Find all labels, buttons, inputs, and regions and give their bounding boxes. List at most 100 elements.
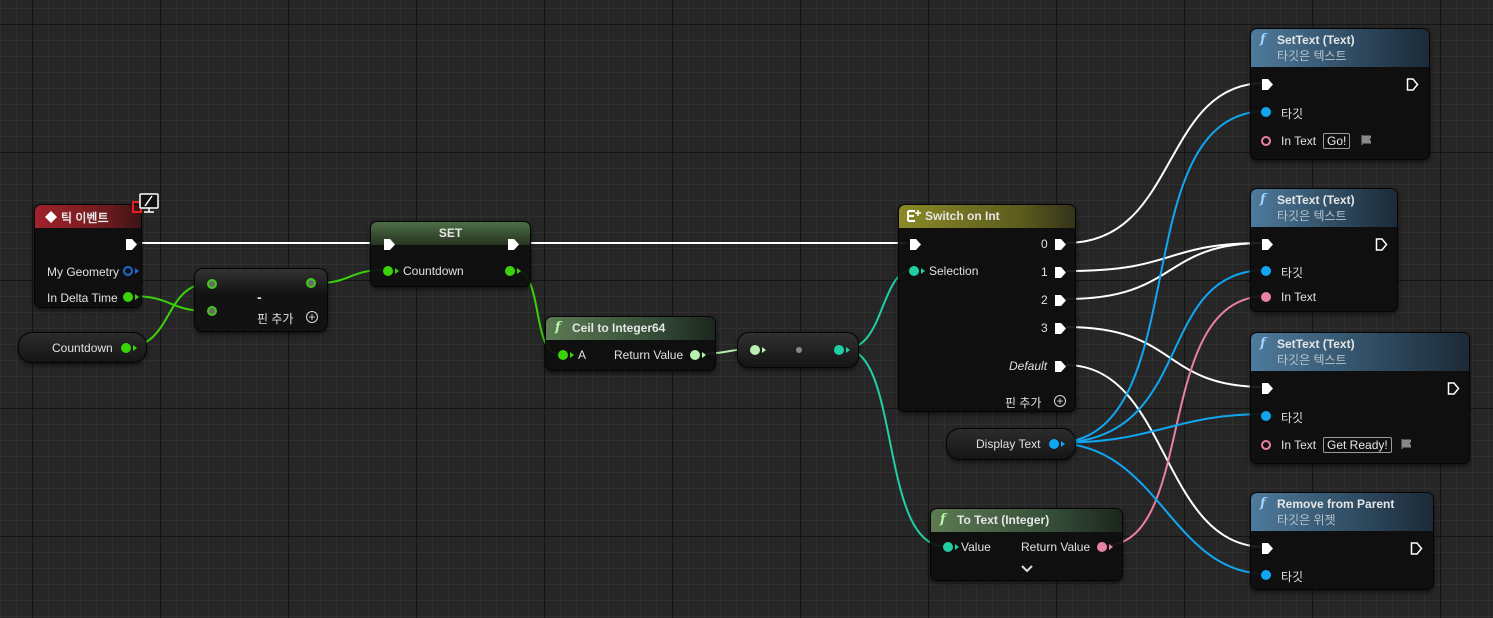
switch-node-header: Switch on Int [899,205,1075,228]
set-countdown-node[interactable]: SET Countdown [370,221,531,287]
exec-in-pin[interactable] [1261,78,1274,91]
add-pin-plus-icon[interactable]: + [1054,395,1066,407]
pin-arrow-icon [570,352,574,358]
subtract-node[interactable]: - 핀 추가 + [194,268,328,332]
switch-add-pin-label[interactable]: 핀 추가 [1005,396,1042,410]
exec-out-pin[interactable] [1406,78,1419,91]
case-2-label: 2 [1041,293,1048,307]
function-icon: f [1260,192,1266,207]
in-text-pin[interactable] [1261,440,1271,450]
exec-wire-default [1065,364,1266,548]
exec-wire-case2 [1065,242,1266,300]
add-pin-plus-icon[interactable]: + [306,311,318,323]
to-text-return-pin[interactable] [1097,542,1107,552]
my-geometry-pin[interactable] [123,266,133,276]
display-text-out-pin[interactable] [1049,439,1059,449]
remove-from-parent-node[interactable]: f Remove from Parent 타깃은 위젯 타깃 [1250,492,1434,590]
case-2-pin[interactable] [1054,294,1067,307]
localize-flag-icon[interactable] [1361,135,1371,145]
target-pin[interactable] [1261,266,1271,276]
in-text-pin[interactable] [1261,136,1271,146]
conversion-node[interactable] [737,332,859,368]
selection-label: Selection [929,264,979,278]
selection-pin[interactable] [909,266,919,276]
function-icon: f [555,320,561,335]
exec-out-pin[interactable] [1410,542,1423,555]
to-text-node-title: To Text (Integer) [957,513,1050,527]
pin-arrow-icon [702,352,706,358]
localize-flag-icon[interactable] [1401,439,1411,449]
switch-node-title: Switch on Int [925,209,1000,223]
in-text-pin[interactable] [1261,292,1271,302]
case-1-pin[interactable] [1054,266,1067,279]
exec-out-pin[interactable] [125,238,138,251]
ceil-node-title: Ceil to Integer64 [572,321,666,335]
case-3-label: 3 [1041,321,1048,335]
countdown-getter-node[interactable]: Countdown [18,332,147,363]
function-icon: f [1260,496,1266,511]
countdown-getter-label: Countdown [52,341,113,355]
target-pin[interactable] [1261,411,1271,421]
settext-go-node[interactable]: f SetText (Text) 타깃은 텍스트 타깃 In Text Go! [1250,28,1430,160]
ceil-return-label: Return Value [614,348,684,362]
ceil-to-integer64-node[interactable]: f Ceil to Integer64 A Return Value [545,316,716,371]
subtract-add-pin-label[interactable]: 핀 추가 [257,312,294,326]
pin-arrow-icon [955,544,959,550]
switch-on-int-node[interactable]: Switch on Int Selection 0 1 2 3 Default … [898,204,1076,412]
ceil-node-header: f Ceil to Integer64 [546,317,715,340]
target-label: 타깃 [1281,107,1304,121]
to-text-value-pin[interactable] [943,542,953,552]
exec-in-pin[interactable] [909,238,922,251]
exec-wire-case1 [1065,242,1266,272]
exec-in-pin[interactable] [1261,238,1274,251]
target-pin[interactable] [1261,107,1271,117]
settext-get-ready-node[interactable]: f SetText (Text) 타깃은 텍스트 타깃 In Text Get … [1250,332,1470,464]
tick-event-node[interactable]: 틱 이벤트 My Geometry In Delta Time [34,204,142,308]
conversion-out-pin[interactable] [834,345,844,355]
exec-out-pin[interactable] [1375,238,1388,251]
settext-subtitle: 타깃은 텍스트 [1277,49,1347,63]
exec-in-pin[interactable] [1261,382,1274,395]
in-delta-time-pin[interactable] [123,292,133,302]
subtract-operator: - [257,289,262,305]
subtract-out-pin[interactable] [306,278,316,288]
set-node-header: SET [371,222,530,245]
case-0-pin[interactable] [1054,238,1067,251]
object-wire-target3 [1053,413,1268,444]
set-countdown-out-pin[interactable] [505,266,515,276]
to-text-return-label: Return Value [1021,540,1091,554]
conversion-in-pin[interactable] [750,345,760,355]
remove-header: f Remove from Parent 타깃은 위젯 [1251,493,1433,531]
ceil-a-pin[interactable] [558,350,568,360]
exec-out-pin[interactable] [507,238,520,251]
pin-arrow-icon [135,294,139,300]
pin-arrow-icon [133,345,137,351]
set-countdown-in-pin[interactable] [383,266,393,276]
in-text-value-field[interactable]: Get Ready! [1323,437,1392,453]
remove-subtitle: 타깃은 위젯 [1277,513,1336,527]
default-pin[interactable] [1054,360,1067,373]
in-text-value-field[interactable]: Go! [1323,133,1351,149]
display-text-getter-node[interactable]: Display Text [946,428,1076,460]
chevron-down-icon[interactable] [1021,565,1033,573]
ceil-a-label: A [578,348,587,362]
settext-title: SetText (Text) [1277,193,1355,207]
exec-out-pin[interactable] [1447,382,1460,395]
subtract-a-pin[interactable] [207,279,217,289]
countdown-out-pin[interactable] [121,343,131,353]
switch-icon [907,210,921,222]
exec-wire-case0 [1065,82,1266,244]
settext-countdown-node[interactable]: f SetText (Text) 타깃은 텍스트 타깃 In Text [1250,188,1398,312]
in-text-label: In Text [1281,134,1317,148]
target-pin[interactable] [1261,570,1271,580]
case-3-pin[interactable] [1054,322,1067,335]
exec-in-pin[interactable] [383,238,396,251]
ceil-return-pin[interactable] [690,350,700,360]
pin-arrow-icon [135,268,139,274]
target-label: 타깃 [1281,570,1304,584]
to-text-integer-node[interactable]: f To Text (Integer) Value Return Value [930,508,1123,581]
subtract-b-pin[interactable] [207,306,217,316]
exec-in-pin[interactable] [1261,542,1274,555]
function-icon: f [940,512,946,527]
exec-wire-case3 [1065,326,1266,388]
